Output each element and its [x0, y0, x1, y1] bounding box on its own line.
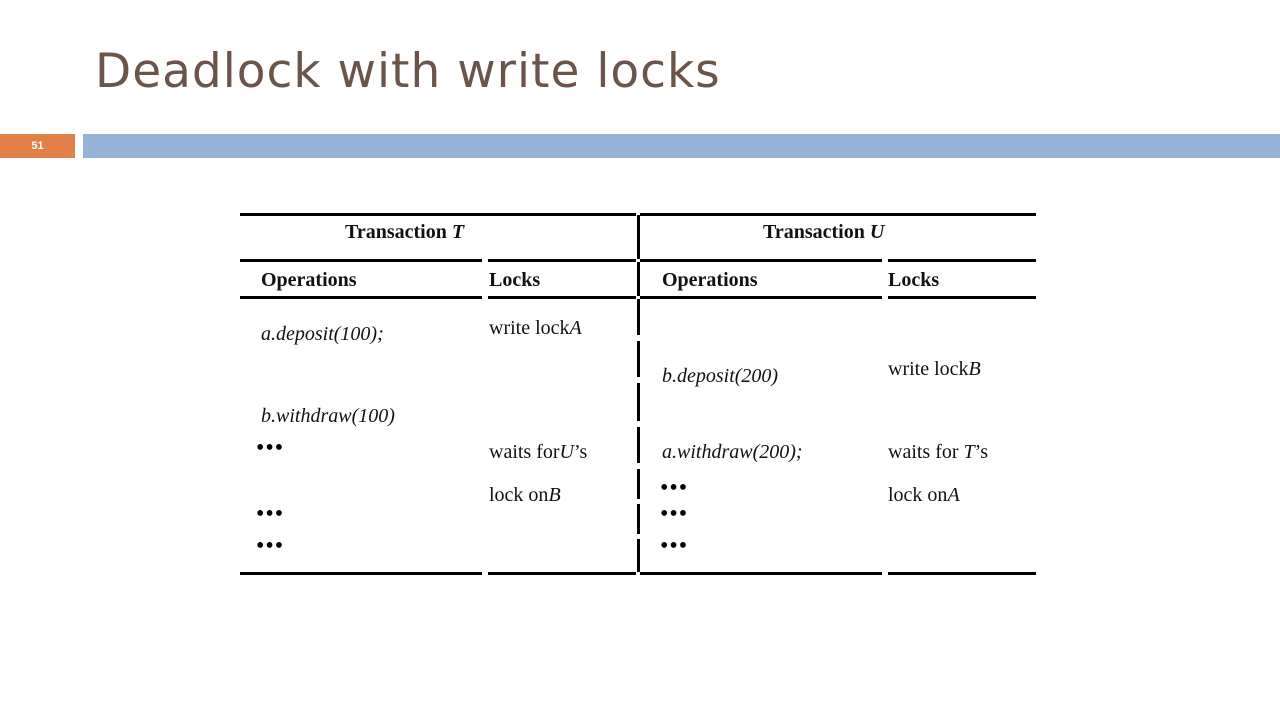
header-u-locks: Locks: [888, 269, 940, 291]
header-rule-t-locks: [488, 259, 636, 262]
header-u-operations: Operations: [662, 269, 758, 291]
u-op-ellipsis: •••: [660, 475, 689, 501]
subheader-rule-u-locks: [888, 296, 1036, 299]
divider-vertical: [637, 215, 640, 259]
table-top-rule-right: [640, 213, 1036, 216]
divider-vertical: [637, 262, 640, 296]
t-op-withdraw-b: b.withdraw(100): [261, 405, 395, 427]
divider-vertical: [637, 469, 640, 499]
u-op-deposit-b: b.deposit(200): [662, 365, 779, 387]
t-op-ellipsis: •••: [256, 435, 285, 461]
table-top-rule-left: [240, 213, 636, 216]
bottom-rule-t-locks: [488, 572, 636, 575]
header-transaction-u: Transaction U: [763, 221, 885, 243]
t-lock-waits-line2: lock onB: [489, 484, 561, 506]
slide-title: Deadlock with write locks: [95, 44, 721, 99]
t-op-ellipsis: •••: [256, 501, 285, 527]
bottom-rule-u-ops: [640, 572, 882, 575]
t-lock-waits-line1: waits forU’s: [489, 441, 588, 463]
divider-vertical: [637, 299, 640, 335]
bottom-rule-u-locks: [888, 572, 1036, 575]
u-op-withdraw-a: a.withdraw(200);: [662, 441, 803, 463]
accent-bar: [83, 134, 1280, 158]
subheader-rule-t-locks: [488, 296, 636, 299]
t-op-ellipsis: •••: [256, 533, 285, 559]
bottom-rule-t-ops: [240, 572, 482, 575]
subheader-rule-u-ops: [640, 296, 882, 299]
divider-vertical: [637, 341, 640, 377]
divider-vertical: [637, 539, 640, 572]
header-rule-u-ops: [640, 259, 882, 262]
t-op-deposit-a: a.deposit(100);: [261, 323, 384, 345]
divider-vertical: [637, 504, 640, 534]
header-rule-u-locks: [888, 259, 1036, 262]
u-lock-write-b: write lockB: [888, 358, 981, 380]
t-lock-write-a: write lockA: [489, 317, 582, 339]
divider-vertical: [637, 427, 640, 463]
header-t-locks: Locks: [489, 269, 541, 291]
slide-number: 51: [0, 134, 75, 158]
u-op-ellipsis: •••: [660, 501, 689, 527]
subheader-rule-t-ops: [240, 296, 482, 299]
header-rule-t-ops: [240, 259, 482, 262]
header-t-operations: Operations: [261, 269, 357, 291]
u-op-ellipsis: •••: [660, 533, 689, 559]
divider-vertical: [637, 383, 640, 421]
u-lock-waits-line1: waits for T’s: [888, 441, 989, 463]
u-lock-waits-line2: lock onA: [888, 484, 960, 506]
header-transaction-t: Transaction T: [345, 221, 465, 243]
